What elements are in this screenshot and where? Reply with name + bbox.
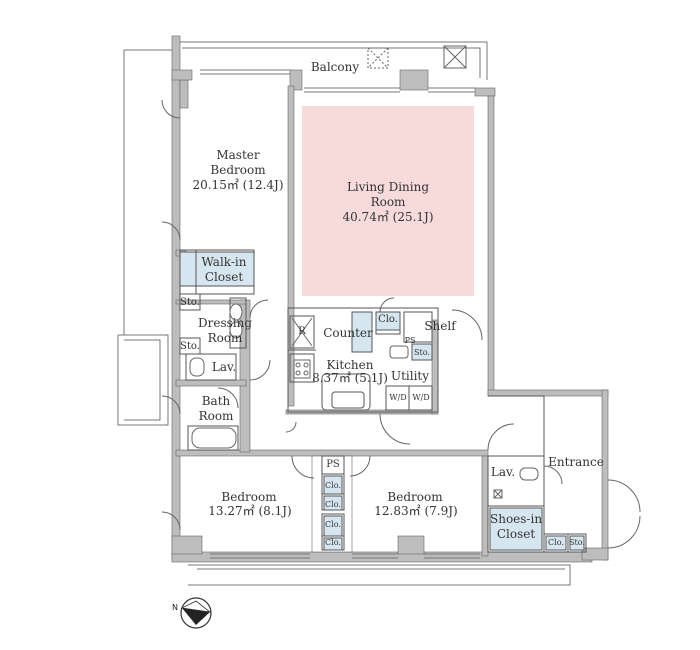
shelf-label: Shelf: [424, 319, 456, 333]
wd-label-2: W/D: [412, 393, 430, 402]
master-bedroom-area: 20.15㎡ (12.4J): [192, 178, 284, 192]
lav-left-label: Lav.: [211, 360, 237, 374]
sto-label-2: Sto.: [180, 341, 200, 352]
living-dining-area: 40.74㎡ (25.1J): [342, 210, 434, 224]
clo-label-4: Clo.: [325, 538, 341, 547]
kitchen-name: Kitchen: [326, 358, 374, 372]
lav-right-label: Lav.: [490, 465, 516, 479]
windows: [200, 69, 480, 559]
clo-kitchen-label: Clo.: [378, 314, 398, 325]
living-dining-highlight: [302, 106, 474, 296]
kitchen-area: 8.37㎡ (5.1J): [312, 371, 388, 385]
x-box-icon: [367, 45, 503, 499]
r-label: R: [298, 326, 306, 337]
utility-label: Utility: [390, 369, 430, 383]
ps-label-2: PS: [326, 459, 340, 470]
north-arrow-icon: N: [172, 597, 212, 629]
door-swings: [161, 99, 641, 549]
walk-in-closet-label: Walk-in Closet: [201, 255, 247, 284]
living-dining-name: Living Dining Room: [346, 180, 430, 209]
clo-label-1: Clo.: [325, 481, 341, 490]
clo-label-2: Clo.: [325, 500, 341, 509]
wd-label-1: W/D: [389, 393, 407, 402]
svg-text:N: N: [172, 603, 178, 612]
closet-fills: [179, 251, 585, 551]
bedroom-left-name: Bedroom: [221, 490, 277, 504]
fixtures: [189, 303, 539, 481]
shoes-in-closet-label: Shoes-in Closet: [490, 512, 543, 541]
bedroom-right-name: Bedroom: [387, 490, 443, 504]
clo-label-3: Clo.: [325, 520, 341, 529]
master-bedroom-name: Master Bedroom: [210, 148, 266, 177]
counter-label: Counter: [323, 326, 373, 340]
sto-label-4: Sto.: [569, 538, 585, 547]
dressing-room-label: Dressing Room: [198, 316, 253, 345]
balcony-label: Balcony: [310, 60, 360, 74]
entrance-label: Entrance: [548, 455, 604, 469]
sto-label-1: Sto.: [180, 297, 200, 308]
bedroom-left-area: 13.27㎡ (8.1J): [208, 504, 292, 518]
bath-room-label: Bath Room: [198, 394, 234, 423]
ps-label-1: PS: [404, 336, 416, 345]
clo-entrance-label: Clo.: [548, 538, 564, 547]
sto-label-3: Sto.: [414, 348, 430, 357]
balcony-frame: [117, 41, 571, 586]
bedroom-right-area: 12.83㎡ (7.9J): [374, 504, 458, 518]
